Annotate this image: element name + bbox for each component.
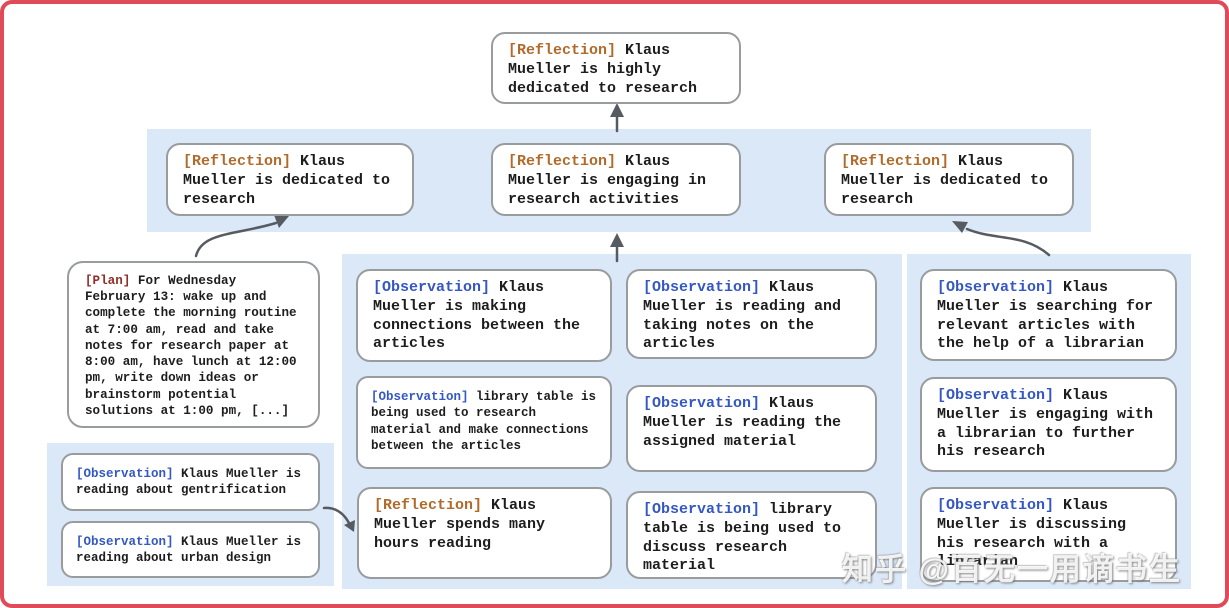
arrowhead-mid [610,233,624,247]
reflection-tag: [Reflection] [841,153,959,170]
node-text: Klaus Mueller is reading about urban des… [76,535,302,566]
observation-tag: [Observation] [937,387,1064,404]
node-obs-urban-design: [Observation] Klaus Mueller is reading a… [61,521,320,578]
node-text: Klaus Mueller is reading about gentrific… [76,467,302,498]
node-text: For Wednesday February 13: wake up and c… [85,274,297,418]
node-text: Klaus Mueller is engaging in research ac… [508,153,707,208]
observation-tag: [Observation] [643,279,770,296]
observation-tag: [Observation] [937,279,1064,296]
node-text: Klaus Mueller is reading the assigned ma… [643,395,842,450]
node-reflection-left: [Reflection] Klaus Mueller is dedicated … [166,143,414,216]
reflection-tag: [Reflection] [508,153,626,170]
node-obs-assigned: [Observation] Klaus Mueller is reading t… [626,385,877,472]
observation-tag: [Observation] [373,279,500,296]
observation-tag: [Observation] [76,467,182,481]
arrow-rightband-to-right-reflection [965,227,1051,257]
observation-tag: [Observation] [371,390,477,404]
node-text: Klaus Mueller is making connections betw… [373,279,581,353]
node-obs-library-discuss: [Observation] library table is being use… [626,491,877,579]
node-reflection-mid: [Reflection] Klaus Mueller is engaging i… [491,143,741,216]
node-reflection-hours: [Reflection] Klaus Mueller spends many h… [357,487,612,579]
node-obs-library-research: [Observation] library table is being use… [356,376,612,469]
node-text: Klaus Mueller is highly dedicated to res… [508,42,698,97]
node-obs-searching: [Observation] Klaus Mueller is searching… [920,269,1177,361]
node-obs-discussing: [Observation] Klaus Mueller is discussin… [920,487,1177,582]
node-text: library table is being used to discuss r… [643,501,842,575]
node-text: Klaus Mueller is reading and taking note… [643,279,842,353]
node-text: Klaus Mueller is dedicated to research [841,153,1049,208]
node-text: Klaus Mueller is engaging with a librari… [937,387,1154,461]
observation-tag: [Observation] [76,535,182,549]
observation-tag: [Observation] [643,395,770,412]
plan-tag: [Plan] [85,274,138,288]
arrowhead-root [610,103,624,117]
observation-tag: [Observation] [643,501,770,518]
node-text: Klaus Mueller spends many hours reading [374,497,546,552]
reflection-tag: [Reflection] [374,497,492,514]
observation-tag: [Observation] [937,497,1064,514]
node-text: library table is being used to research … [371,390,597,453]
node-text: Klaus Mueller is searching for relevant … [937,279,1154,353]
zhihu-watermark: 知乎 @百无一用谪书生 [842,552,1182,587]
node-root-reflection: [Reflection] Klaus Mueller is highly ded… [491,32,741,104]
node-text: Klaus Mueller is dedicated to research [183,153,391,208]
reflection-tag: [Reflection] [183,153,301,170]
node-obs-connections: [Observation] Klaus Mueller is making co… [356,269,612,362]
node-obs-gentrification: [Observation] Klaus Mueller is reading a… [61,453,320,511]
node-plan: [Plan] For Wednesday February 13: wake u… [67,261,320,428]
node-text: Klaus Mueller is discussing his research… [937,497,1127,571]
reflection-tag: [Reflection] [508,42,626,59]
node-obs-engaging-librarian: [Observation] Klaus Mueller is engaging … [920,377,1177,472]
node-obs-taking-notes: [Observation] Klaus Mueller is reading a… [626,269,877,359]
node-reflection-right: [Reflection] Klaus Mueller is dedicated … [824,143,1074,216]
